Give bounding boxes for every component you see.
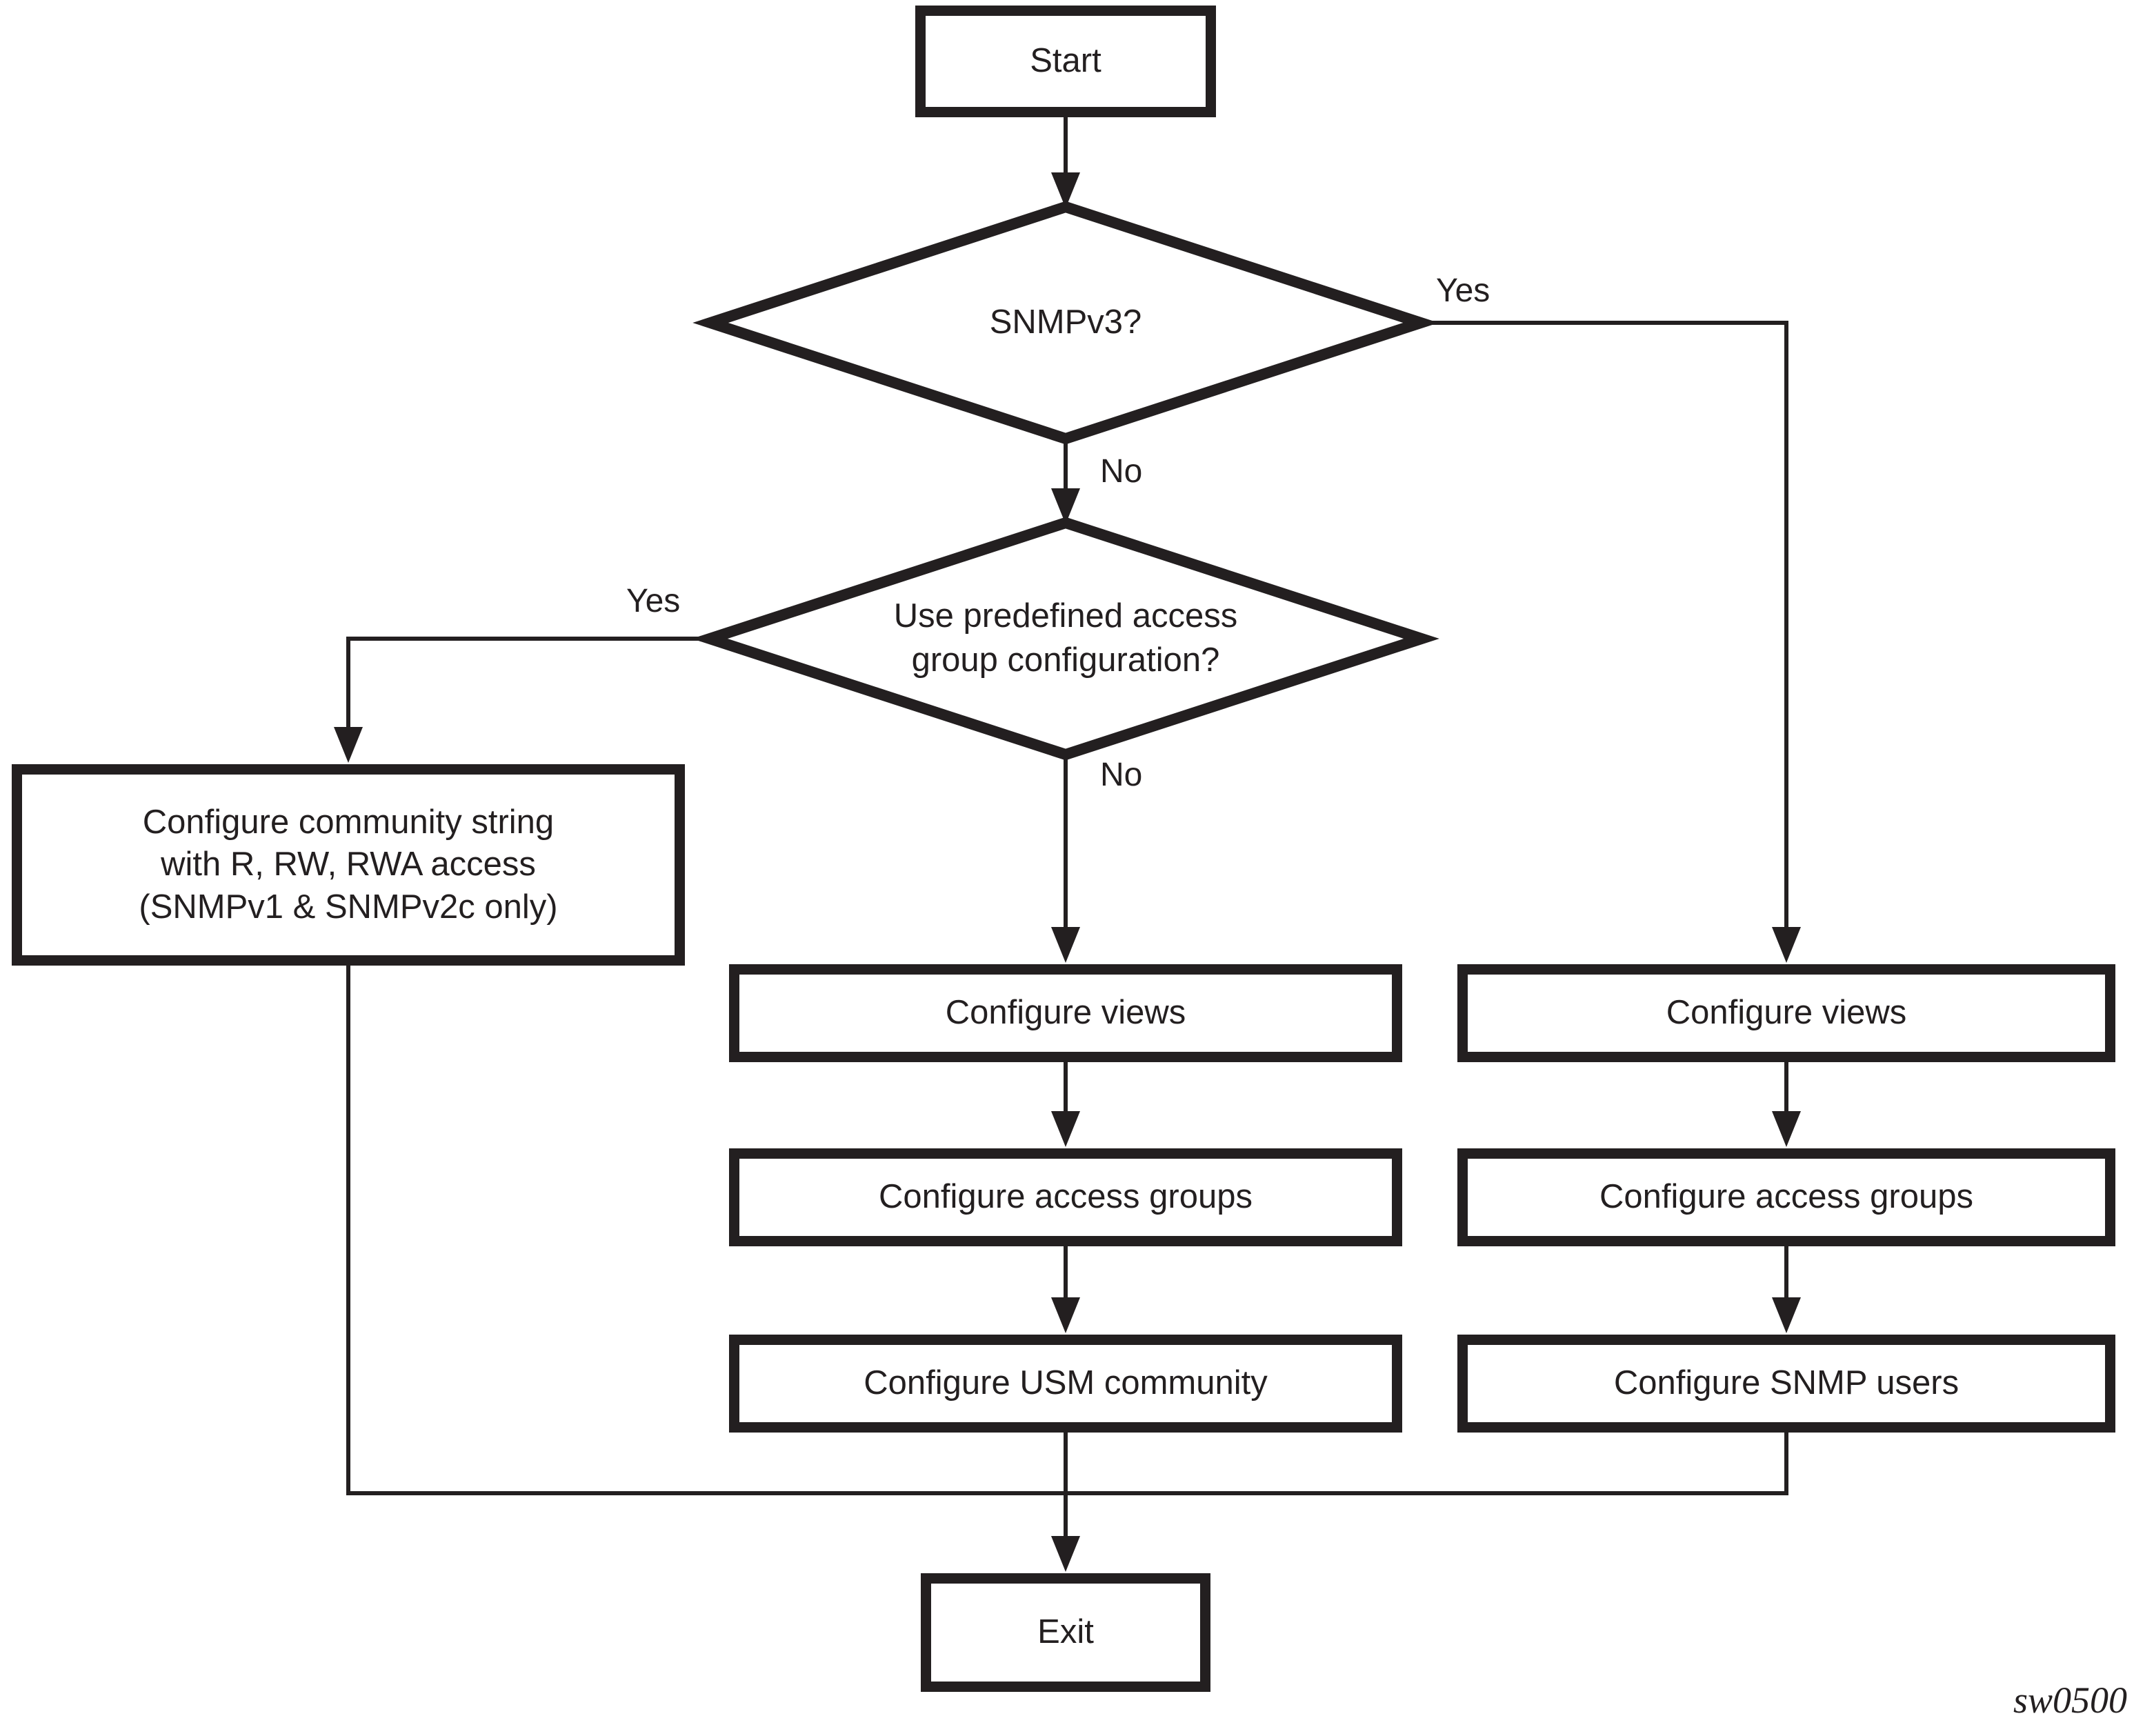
figure-id-label: sw0500 — [2013, 1679, 2127, 1721]
edge-snmpv3-yes-line — [1421, 321, 1788, 932]
mid-configure-usm-community-node: Configure USM community — [729, 1335, 1402, 1433]
arrowhead-into-predefined — [1051, 488, 1080, 524]
arrowhead-into-right-access — [1772, 1111, 1801, 1147]
exit-node: Exit — [921, 1573, 1210, 1692]
edge-label-predefined-no: No — [1100, 757, 1143, 793]
decision-predefined-diamond — [692, 517, 1439, 761]
arrowhead-into-right-views — [1772, 927, 1801, 963]
arrowhead-into-snmpv3 — [1051, 172, 1080, 208]
arrowhead-into-mid-access — [1051, 1111, 1080, 1147]
configure-community-label: Configure community string with R, RW, R… — [139, 804, 558, 926]
exit-label: Exit — [1037, 1613, 1094, 1651]
edge-predefined-yes-line — [346, 637, 710, 732]
configure-community-node: Configure community string with R, RW, R… — [12, 764, 685, 966]
decision-snmpv3-diamond — [692, 201, 1439, 445]
arrowhead-into-exit — [1051, 1536, 1080, 1572]
edge-label-snmpv3-yes: Yes — [1436, 272, 1490, 309]
start-label: Start — [1030, 42, 1101, 80]
right-configure-snmp-users-node: Configure SNMP users — [1457, 1335, 2115, 1433]
mid-configure-access-groups-node: Configure access groups — [729, 1148, 1402, 1246]
arrowhead-into-community-box — [334, 727, 363, 763]
edge-label-snmpv3-no: No — [1100, 453, 1143, 490]
start-node: Start — [915, 6, 1216, 117]
edge-label-predefined-yes: Yes — [626, 583, 681, 619]
right-configure-views-node: Configure views — [1457, 964, 2115, 1062]
arrowhead-into-mid-usm — [1051, 1297, 1080, 1333]
arrowhead-into-right-users — [1772, 1297, 1801, 1333]
mid-configure-views-node: Configure views — [729, 964, 1402, 1062]
right-configure-access-groups-node: Configure access groups — [1457, 1148, 2115, 1246]
arrowhead-into-mid-views — [1051, 927, 1080, 963]
